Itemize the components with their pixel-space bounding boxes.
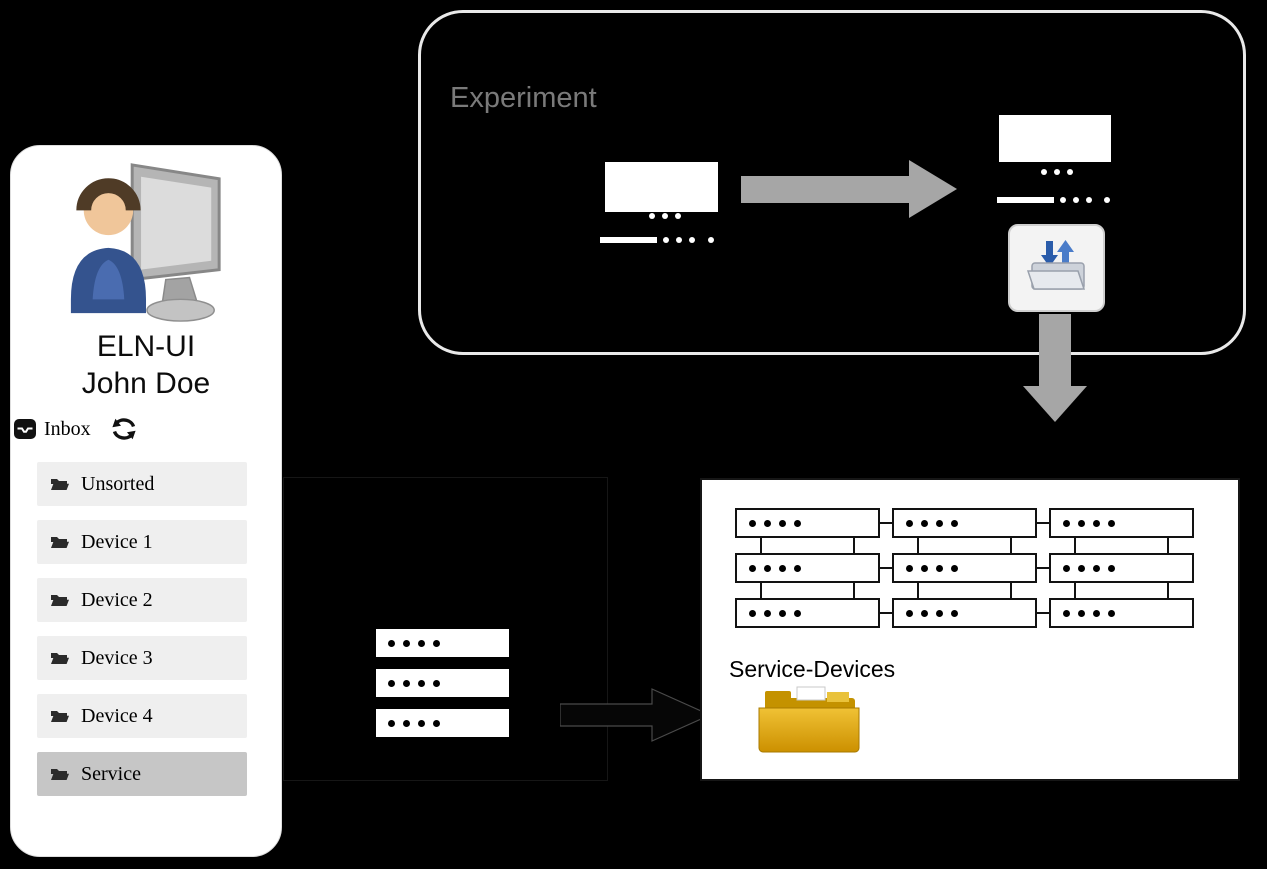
folder-item-device-4[interactable]: Device 4 bbox=[37, 694, 247, 738]
service-server bbox=[892, 553, 1037, 583]
instrument-a-base-led bbox=[708, 237, 714, 243]
instrument-b-buttons bbox=[1041, 169, 1073, 175]
refresh-icon[interactable] bbox=[110, 416, 138, 442]
instrument-b-base-led bbox=[1104, 197, 1110, 203]
instrument-a-base bbox=[600, 237, 657, 243]
inbox-tray-icon bbox=[14, 419, 36, 439]
device-stack-panel bbox=[283, 477, 608, 781]
inbox-folder-list: Unsorted Device 1 Device 2 Device 3 bbox=[37, 462, 247, 810]
folder-icon bbox=[51, 769, 69, 780]
inbox-label: Inbox bbox=[44, 418, 91, 440]
yellow-folder-icon bbox=[758, 686, 860, 753]
folder-label: Device 2 bbox=[81, 588, 153, 611]
file-transfer-glyph bbox=[1026, 240, 1085, 290]
inbox-header: Inbox bbox=[11, 416, 281, 446]
instrument-a-base-leds bbox=[663, 237, 695, 243]
service-server bbox=[735, 598, 880, 628]
instrument-a-buttons bbox=[649, 213, 681, 219]
eln-user-name: John Doe bbox=[81, 367, 211, 400]
folder-item-unsorted[interactable]: Unsorted bbox=[37, 462, 247, 506]
instrument-a-screen bbox=[605, 162, 718, 212]
file-transfer-icon bbox=[1008, 224, 1105, 312]
folder-label: Unsorted bbox=[81, 472, 155, 495]
folder-label: Device 4 bbox=[81, 704, 153, 727]
folder-icon bbox=[51, 537, 69, 548]
connector-arrow bbox=[560, 688, 712, 742]
folder-icon bbox=[51, 711, 69, 722]
folder-label: Service bbox=[81, 762, 141, 785]
flow-arrow-right-head bbox=[909, 160, 957, 218]
flow-arrow-right bbox=[741, 176, 909, 203]
server-bar bbox=[376, 629, 509, 657]
folder-item-service[interactable]: Service bbox=[37, 752, 247, 796]
folder-label: Device 1 bbox=[81, 530, 153, 553]
person-hair bbox=[76, 178, 141, 211]
person-at-computer-icon bbox=[70, 163, 221, 322]
folder-item-device-2[interactable]: Device 2 bbox=[37, 578, 247, 622]
service-devices-label: Service-Devices bbox=[729, 656, 896, 682]
folder-item-device-1[interactable]: Device 1 bbox=[37, 520, 247, 564]
server-bar bbox=[376, 669, 509, 697]
folder-label: Device 3 bbox=[81, 646, 153, 669]
flow-arrow-down bbox=[1039, 314, 1071, 388]
service-server bbox=[735, 553, 880, 583]
service-server bbox=[1049, 553, 1194, 583]
service-server bbox=[735, 508, 880, 538]
service-server bbox=[1049, 508, 1194, 538]
experiment-label: Experiment bbox=[450, 82, 597, 114]
folder-icon bbox=[51, 479, 69, 490]
folder-item-device-3[interactable]: Device 3 bbox=[37, 636, 247, 680]
folder-icon bbox=[51, 595, 69, 606]
service-devices-panel: Service-Devices bbox=[700, 478, 1240, 781]
eln-panel: ELN-UI John Doe Inbox Unsorted bbox=[10, 145, 282, 857]
eln-app-title: ELN-UI bbox=[96, 330, 196, 363]
service-server bbox=[892, 598, 1037, 628]
service-server bbox=[1049, 598, 1194, 628]
instrument-b-base bbox=[997, 197, 1054, 203]
server-bar bbox=[376, 709, 509, 737]
experiment-panel bbox=[418, 10, 1246, 355]
instrument-b-base-leds bbox=[1060, 197, 1092, 203]
flow-arrow-down-head bbox=[1023, 386, 1087, 422]
instrument-b-screen bbox=[999, 115, 1111, 162]
service-server bbox=[892, 508, 1037, 538]
folder-icon bbox=[51, 653, 69, 664]
